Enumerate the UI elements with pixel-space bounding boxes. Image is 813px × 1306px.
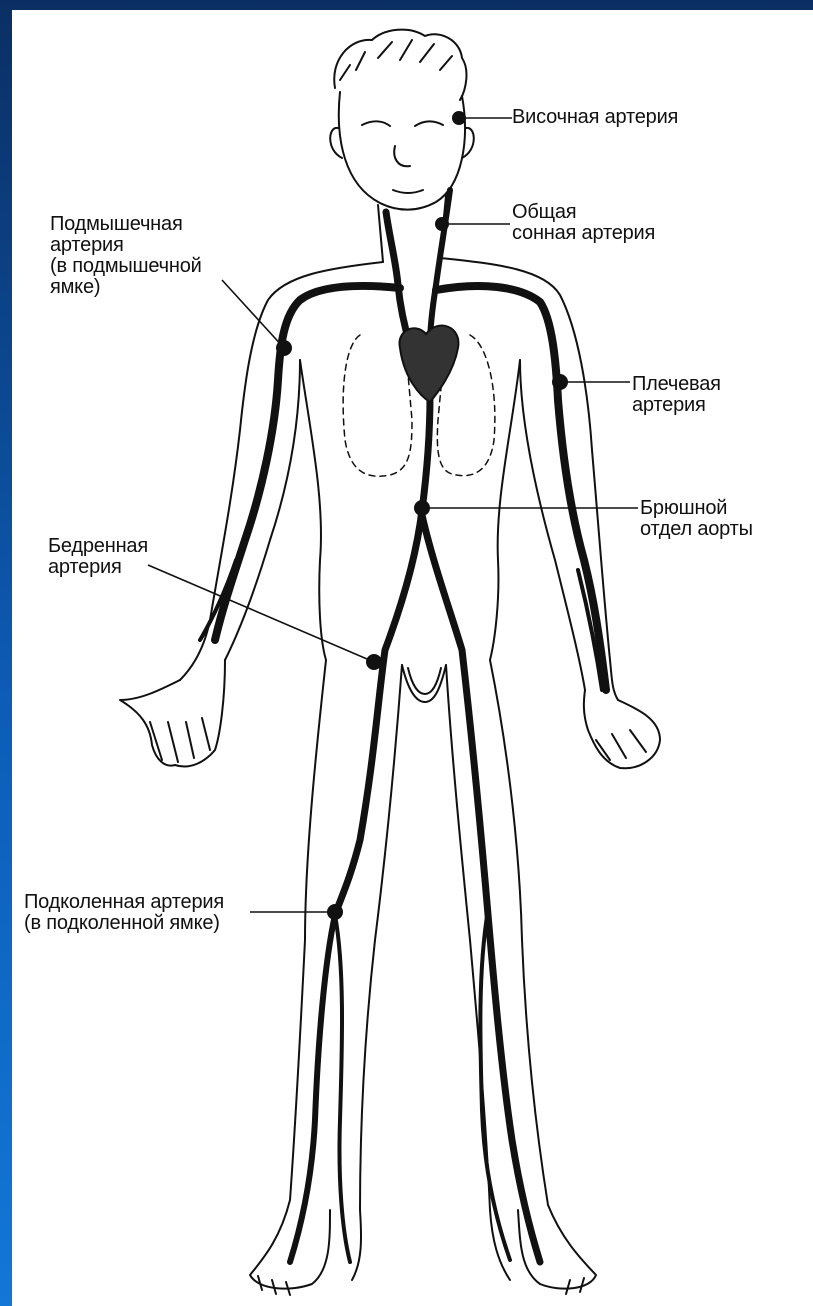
- ears: [330, 128, 474, 158]
- pulse-point-brachial: [552, 374, 568, 390]
- hair-strands: [340, 40, 452, 80]
- nose-mouth: [393, 146, 423, 193]
- pulse-point-carotid: [435, 217, 449, 231]
- pulse-point-popliteal: [327, 904, 343, 920]
- right-leg-inner: [446, 665, 510, 1280]
- artery-right-carotid: [430, 190, 450, 345]
- hair-outline: [334, 30, 466, 100]
- pulse-point-axillary: [276, 340, 292, 356]
- artery-left-peroneal: [335, 915, 350, 1262]
- right-leg-outer: [490, 660, 596, 1289]
- body-illustration: [12, 10, 813, 1306]
- artery-left-arm: [215, 286, 400, 640]
- right-hand: [584, 690, 660, 768]
- left-leg-inner: [352, 665, 402, 1280]
- eyes: [362, 121, 443, 126]
- leader-axillary: [222, 280, 284, 348]
- heart-icon: [399, 326, 458, 402]
- torso-left: [300, 360, 326, 660]
- left-fingers: [150, 718, 210, 762]
- artery-aorta-left-iliac: [335, 395, 430, 915]
- pulse-point-aorta: [414, 500, 430, 516]
- label-temporal-artery: Височная артерия: [512, 107, 678, 128]
- pulse-point-temporal: [452, 111, 466, 125]
- label-femoral-artery: Бедренная артерия: [48, 536, 148, 578]
- label-abdominal-aorta: Брюшной отдел аорты: [640, 498, 753, 540]
- label-brachial-artery: Плечевая артерия: [632, 374, 721, 416]
- leader-femoral: [148, 565, 374, 662]
- label-axillary-artery: Подмышечная артерия (в подмышечной ямке): [50, 214, 202, 298]
- pulse-point-femoral: [366, 654, 382, 670]
- diagram-canvas: Височная артерия Общая сонная артерия По…: [12, 10, 813, 1306]
- artery-left-carotid: [386, 212, 410, 345]
- left-leg-outer: [250, 660, 330, 1289]
- label-common-carotid-artery: Общая сонная артерия: [512, 202, 655, 244]
- label-popliteal-artery: Подколенная артерия (в подколенной ямке): [24, 892, 224, 934]
- artery-right-arm: [436, 286, 606, 690]
- artery-right-femoral: [422, 515, 540, 1262]
- right-fingers: [596, 730, 646, 760]
- groin-inner: [408, 668, 441, 694]
